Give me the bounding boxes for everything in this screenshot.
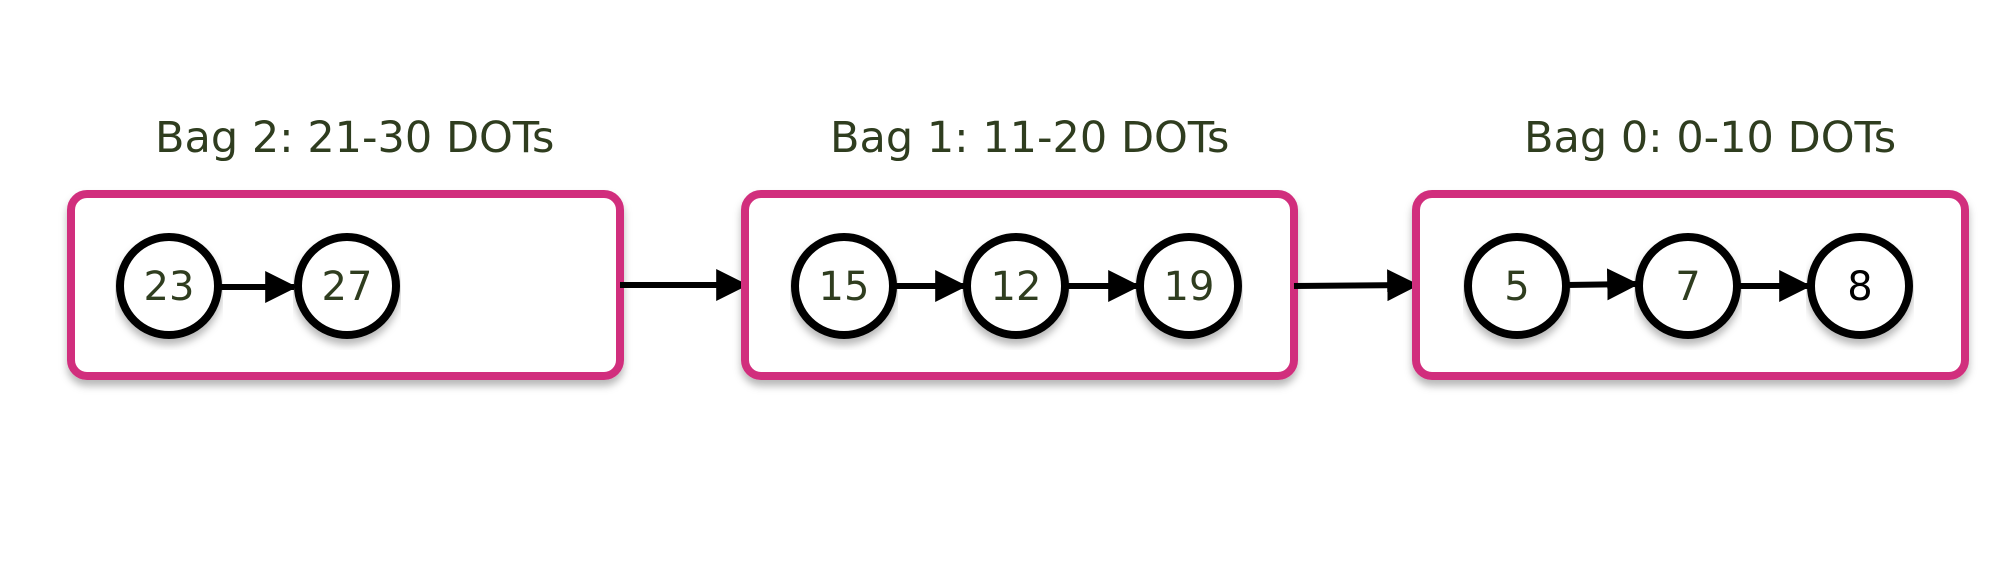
bag-2-node-1: 23 [116, 233, 222, 339]
bag-2: Bag 2: 21-30 DOTs 23 27 [67, 113, 624, 380]
bag-1-node-1-value: 15 [819, 264, 870, 310]
bag-2-node-2-value: 27 [322, 264, 373, 310]
bag-1-node-3-value: 19 [1164, 264, 1215, 310]
bag-1-node-1: 15 [791, 233, 897, 339]
bag-0-node-1: 5 [1464, 233, 1570, 339]
bag-0-node-2: 7 [1635, 233, 1741, 339]
bag-1: Bag 1: 11-20 DOTs 15 12 19 [741, 113, 1298, 380]
bag-1-node-3: 19 [1136, 233, 1242, 339]
bag-0-node-1-value: 5 [1504, 264, 1529, 310]
bag-0-link-arrow-1 [1565, 268, 1640, 301]
bag-2-title: Bag 2: 21-30 DOTs [155, 113, 554, 163]
bag-2-node-2: 27 [294, 233, 400, 339]
bag-1-to-bag-0-arrow [1293, 269, 1420, 302]
bag-1-node-2-value: 12 [991, 264, 1042, 310]
bag-0-node-3-value: 8 [1847, 264, 1872, 310]
bag-1-node-2: 12 [963, 233, 1069, 339]
bag-2-node-1-value: 23 [144, 264, 195, 310]
bag-0-node-2-value: 7 [1675, 264, 1700, 310]
bag-1-title: Bag 1: 11-20 DOTs [830, 113, 1229, 163]
bag-0: Bag 0: 0-10 DOTs 5 7 8 [1412, 113, 1969, 380]
bag-0-node-3: 8 [1807, 233, 1913, 339]
bag-0-title: Bag 0: 0-10 DOTs [1524, 113, 1896, 163]
